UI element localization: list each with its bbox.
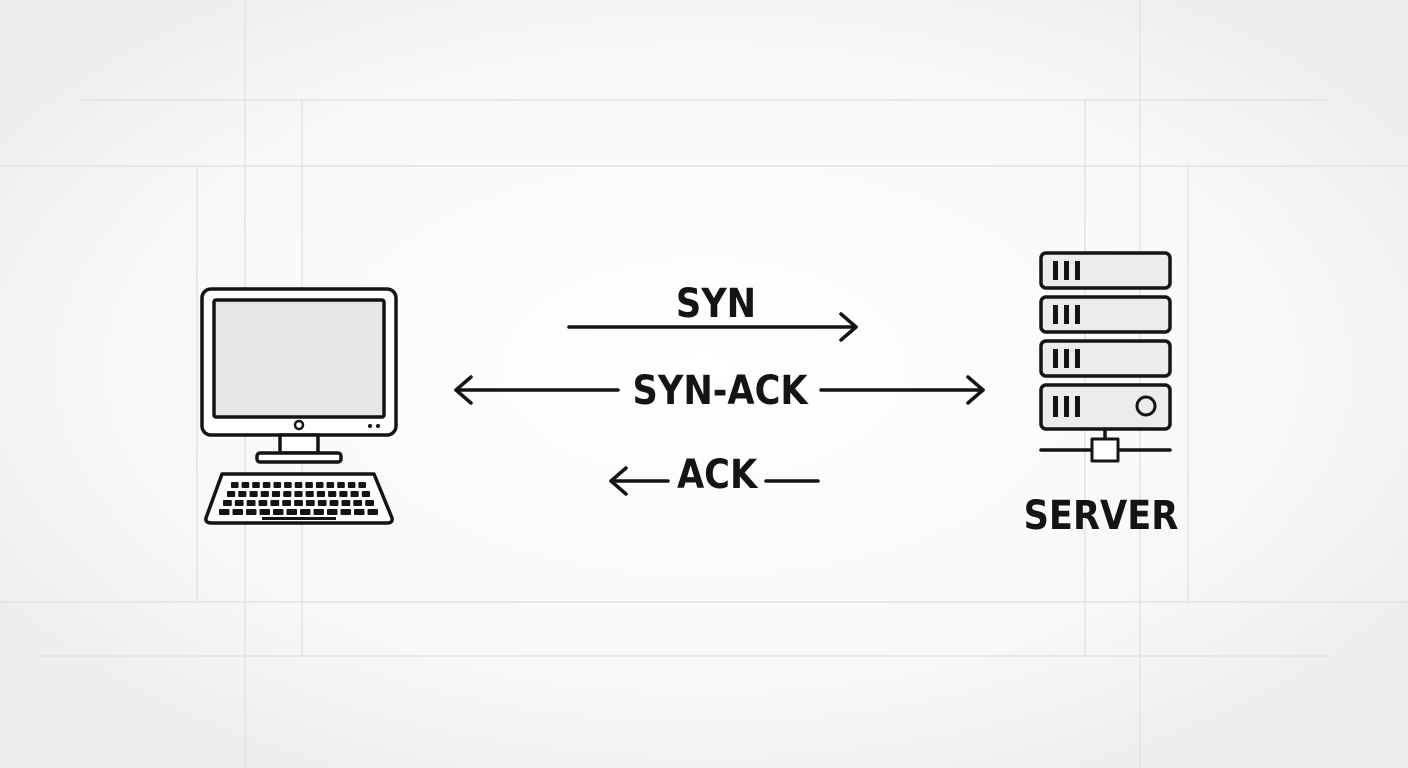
ack-arrowhead	[609, 466, 628, 496]
keyboard-key	[223, 500, 232, 506]
keyboard-key	[249, 491, 258, 497]
ack-label: ACK	[677, 451, 759, 498]
keyboard-key	[313, 509, 324, 515]
monitor-screen	[212, 298, 386, 419]
indicator-light	[368, 424, 372, 428]
keyboard-key	[294, 491, 303, 497]
desktop-computer-icon	[200, 287, 398, 525]
keyboard-key	[305, 482, 313, 488]
power-button	[293, 419, 305, 431]
keyboard-key	[260, 491, 269, 497]
server-unit	[1039, 295, 1172, 334]
keyboard-key	[341, 500, 351, 506]
keyboard-key	[353, 500, 363, 506]
keyboard-key	[365, 500, 374, 506]
keyboard-key	[317, 500, 327, 506]
keyboard-key	[273, 509, 284, 515]
server-unit	[1039, 339, 1172, 378]
drive-bay-bars	[1053, 261, 1080, 417]
keyboard-key	[238, 491, 247, 497]
keyboard-key	[326, 482, 335, 488]
monitor-base	[255, 451, 343, 464]
keyboard-key	[350, 491, 359, 497]
keyboard-key	[259, 509, 270, 515]
keyboard-key	[361, 491, 370, 497]
server-label: SERVER	[1024, 492, 1179, 539]
keyboard-key	[246, 500, 256, 506]
keyboard-key	[262, 482, 271, 488]
keyboard-key	[294, 500, 303, 506]
keyboard-key	[305, 500, 315, 506]
keyboard-key	[232, 509, 243, 515]
keyboard-key	[258, 500, 268, 506]
keyboard-key	[316, 491, 325, 497]
keyboard-keys	[219, 482, 378, 520]
keyboard-key	[282, 500, 291, 506]
keyboard-key	[347, 482, 356, 488]
keyboard-key	[327, 509, 338, 515]
keyboard-key	[284, 482, 292, 488]
keyboard-key	[305, 491, 314, 497]
syn-arrowhead	[839, 312, 858, 342]
syn-ack-right-arrowhead	[966, 375, 985, 405]
keyboard-key	[219, 509, 230, 515]
keyboard-key	[283, 491, 292, 497]
keyboard-key	[358, 482, 366, 488]
monitor-neck	[278, 433, 320, 455]
keyboard-key	[294, 482, 303, 488]
keyboard-spacebar	[262, 517, 336, 520]
keyboard	[204, 472, 394, 525]
network-node	[1090, 437, 1120, 463]
syn-ack-left-arrowhead	[454, 375, 473, 405]
server-unit	[1039, 251, 1172, 290]
keyboard-key	[315, 482, 324, 488]
keyboard-key	[340, 509, 351, 515]
keyboard-key	[328, 491, 337, 497]
keyboard-key	[271, 491, 281, 497]
keyboard-key	[300, 509, 311, 515]
server-power-button	[1135, 395, 1157, 417]
keyboard-key	[367, 509, 378, 515]
keyboard-key	[241, 482, 250, 488]
server-rack-icon	[1039, 251, 1172, 463]
keyboard-key	[329, 500, 339, 506]
keyboard-key	[270, 500, 280, 506]
keyboard-key	[234, 500, 244, 506]
syn-ack-label: SYN-ACK	[633, 367, 810, 414]
keyboard-key	[227, 491, 236, 497]
keyboard-key	[337, 482, 345, 488]
keyboard-key	[252, 482, 260, 488]
syn-label: SYN	[676, 280, 756, 327]
keyboard-key	[273, 482, 282, 488]
indicator-light	[376, 424, 380, 428]
keyboard-key	[354, 509, 365, 515]
keyboard-key	[231, 482, 239, 488]
keyboard-key	[286, 509, 297, 515]
messages	[454, 312, 985, 496]
keyboard-key	[246, 509, 257, 515]
keyboard-key	[339, 491, 348, 497]
